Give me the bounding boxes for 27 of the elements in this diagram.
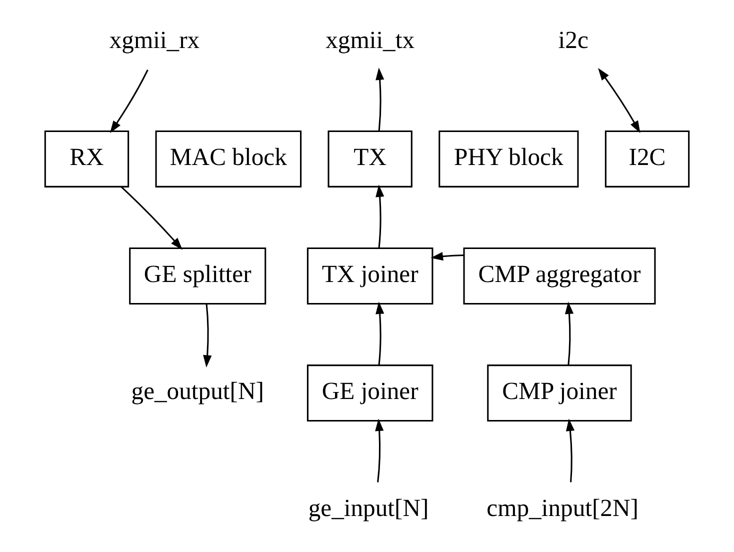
node-box: PHY block xyxy=(438,130,579,188)
node-text: cmp_input[2N] xyxy=(486,494,638,522)
node-box: TX joiner xyxy=(306,248,434,304)
node-box: RX xyxy=(44,130,130,188)
node-box: I2C xyxy=(604,130,690,188)
arrow xyxy=(376,184,384,248)
arrow xyxy=(376,302,384,366)
node-text: ge_input[N] xyxy=(308,494,429,522)
node-text: ge_output[N] xyxy=(131,378,264,405)
node-box: CMP joiner xyxy=(487,364,632,422)
node-box: GE splitter xyxy=(129,248,266,304)
arrow xyxy=(375,418,384,482)
arrow xyxy=(598,68,640,134)
arrow xyxy=(430,252,464,261)
node-box: MAC block xyxy=(155,130,302,188)
node-box: TX xyxy=(328,130,412,188)
arrow xyxy=(566,418,575,482)
arrow xyxy=(120,186,182,250)
node-box: CMP aggregator xyxy=(463,248,656,304)
node-text: xgmii_tx xyxy=(326,26,415,54)
arrow xyxy=(203,304,212,368)
node-text: xgmii_rx xyxy=(109,26,200,54)
arrow xyxy=(110,70,148,134)
arrow xyxy=(376,68,384,132)
node-text: i2c xyxy=(558,26,588,54)
arrow xyxy=(564,302,574,366)
node-box: GE joiner xyxy=(306,364,434,422)
